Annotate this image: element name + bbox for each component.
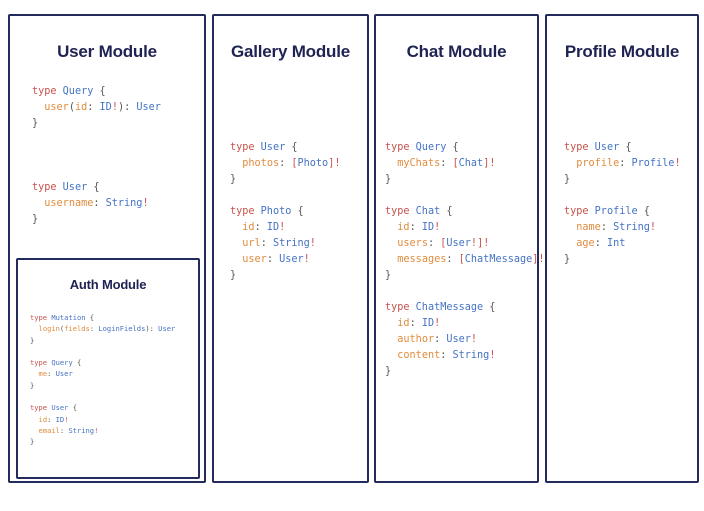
module-title-chat: Chat Module xyxy=(406,42,507,61)
module-title-auth: Auth Module xyxy=(69,277,147,292)
schema-code-chat: type Query { myChats: [Chat]! } type Cha… xyxy=(385,142,545,377)
schema-code-auth: type Mutation { login(fields: LoginField… xyxy=(30,313,176,447)
module-title-user: User Module xyxy=(57,42,157,61)
module-card-gallery[interactable]: Gallery Module type User { photos: [Phot… xyxy=(212,14,369,483)
module-card-auth[interactable]: Auth Module type Mutation { login(fields… xyxy=(16,258,200,479)
module-title-profile: Profile Module xyxy=(564,42,680,61)
module-card-chat[interactable]: Chat Module type Query { myChats: [Chat]… xyxy=(374,14,545,483)
schema-code-user: type Query { user(id: ID!): User } type … xyxy=(32,86,161,225)
module-card-profile[interactable]: Profile Module type User { profile: Prof… xyxy=(545,14,699,483)
schema-code-gallery: type User { photos: [Photo]! } type Phot… xyxy=(230,142,341,281)
module-title-gallery: Gallery Module xyxy=(230,42,351,61)
module-card-user[interactable]: User Module type Query { user(id: ID!): … xyxy=(8,14,206,483)
schema-code-profile: type User { profile: Profile! } type Pro… xyxy=(564,142,681,265)
